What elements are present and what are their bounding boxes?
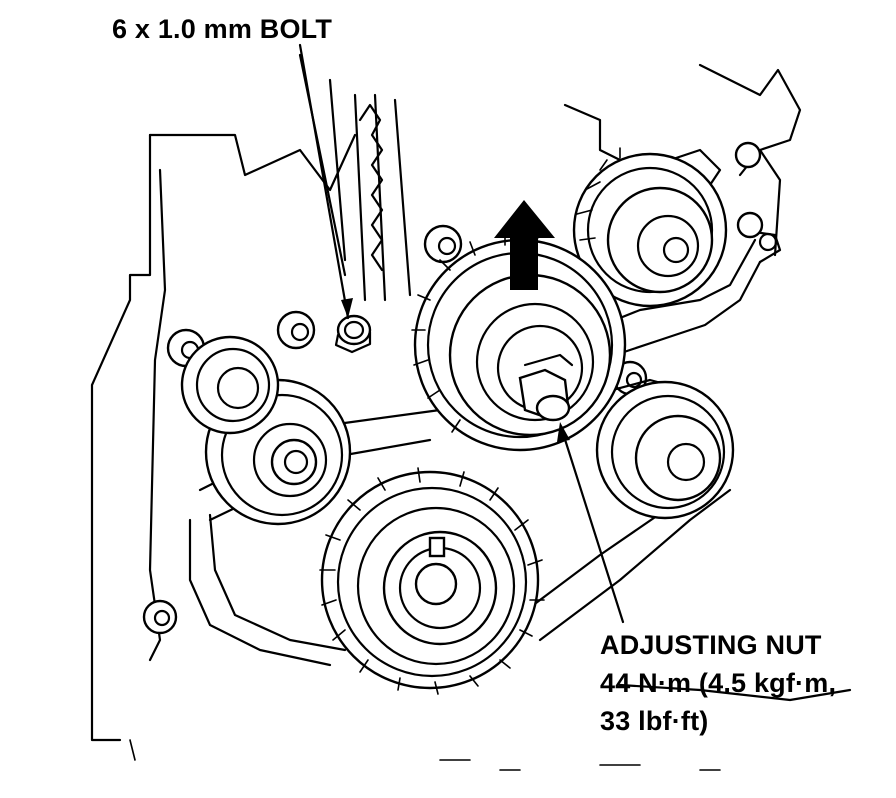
idler-pulley-right <box>595 380 735 520</box>
engine-block-outline <box>90 63 852 771</box>
adjusting-nut-torque-line2: 33 lbf·ft) <box>600 706 709 736</box>
adjusting-nut-title: ADJUSTING NUT <box>600 630 822 660</box>
bolt-6x1 <box>334 314 372 354</box>
direction-arrow <box>494 200 555 290</box>
cam-sprocket <box>572 147 728 308</box>
bolt-callout-label: 6 x 1.0 mm BOLT <box>112 14 333 44</box>
tensioner-pulley <box>411 231 627 452</box>
adjusting-nut-callout: ADJUSTING NUT 44 N·m (4.5 kgf·m, 33 lbf·… <box>600 626 836 740</box>
adjusting-nut <box>518 353 574 422</box>
upper-left-pulley <box>180 335 280 435</box>
belt-guide-strips <box>298 53 412 302</box>
leader-lines <box>298 43 625 624</box>
adjusting-nut-torque-line1: 44 N·m (4.5 kgf·m, <box>600 668 837 698</box>
crank-sprocket <box>319 467 545 695</box>
tensioner-arm <box>588 211 782 362</box>
block-bolts <box>142 141 762 635</box>
